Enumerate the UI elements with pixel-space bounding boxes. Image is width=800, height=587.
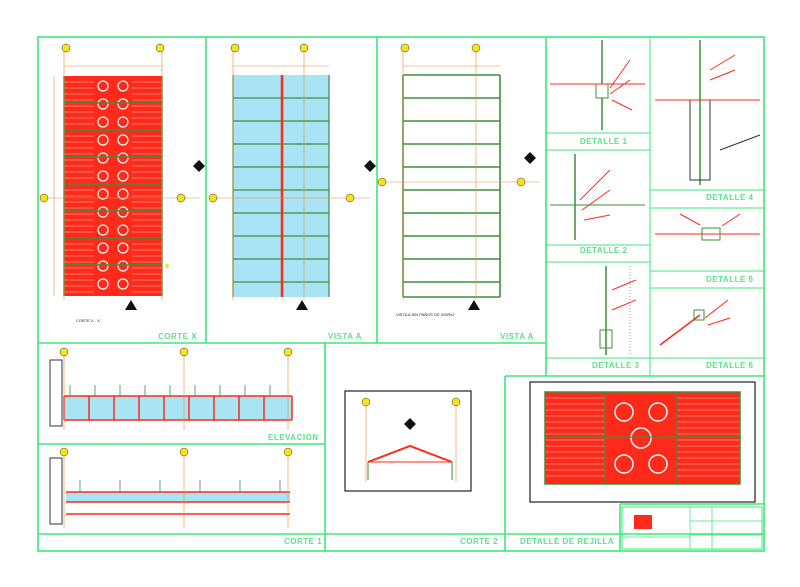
elevacion-drawing [49,347,293,430]
corte-1-drawing [49,447,293,528]
detalle-drawings [550,40,761,355]
label-detalle-5: DETALLE 5 [706,275,754,284]
rejilla-drawing [529,381,756,503]
label-elevacion: ELEVACION [268,433,319,442]
label-vista-a-1: VISTA A [328,332,362,341]
label-detalle-6: DETALLE 6 [706,361,754,370]
caption-corte-x: CORTE X - X [76,318,100,323]
label-corte-2: CORTE 2 [460,537,499,546]
label-vista-a-2: VISTA A [500,332,534,341]
label-detalle-2: DETALLE 2 [580,246,628,255]
title-block [621,506,763,550]
label-corte-1: CORTE 1 [284,537,323,546]
vista-a-frame-drawing [377,43,540,310]
sheet-frame [37,36,765,552]
detail-grid [546,37,764,376]
label-detalle-3: DETALLE 3 [592,361,640,370]
corte-x-drawing [39,43,205,310]
vista-a-glass-drawing [208,43,376,310]
label-detalle-4: DETALLE 4 [706,193,754,202]
corte-2-drawing [344,390,472,492]
label-corte-x: CORTE X [158,332,198,341]
label-detalle-1: DETALLE 1 [580,137,628,146]
caption-vista: VISTA A SIN PAÑOS DE VIDRIO [396,312,455,317]
label-detalle-rejilla: DETALLE DE REJILLA [520,537,615,546]
